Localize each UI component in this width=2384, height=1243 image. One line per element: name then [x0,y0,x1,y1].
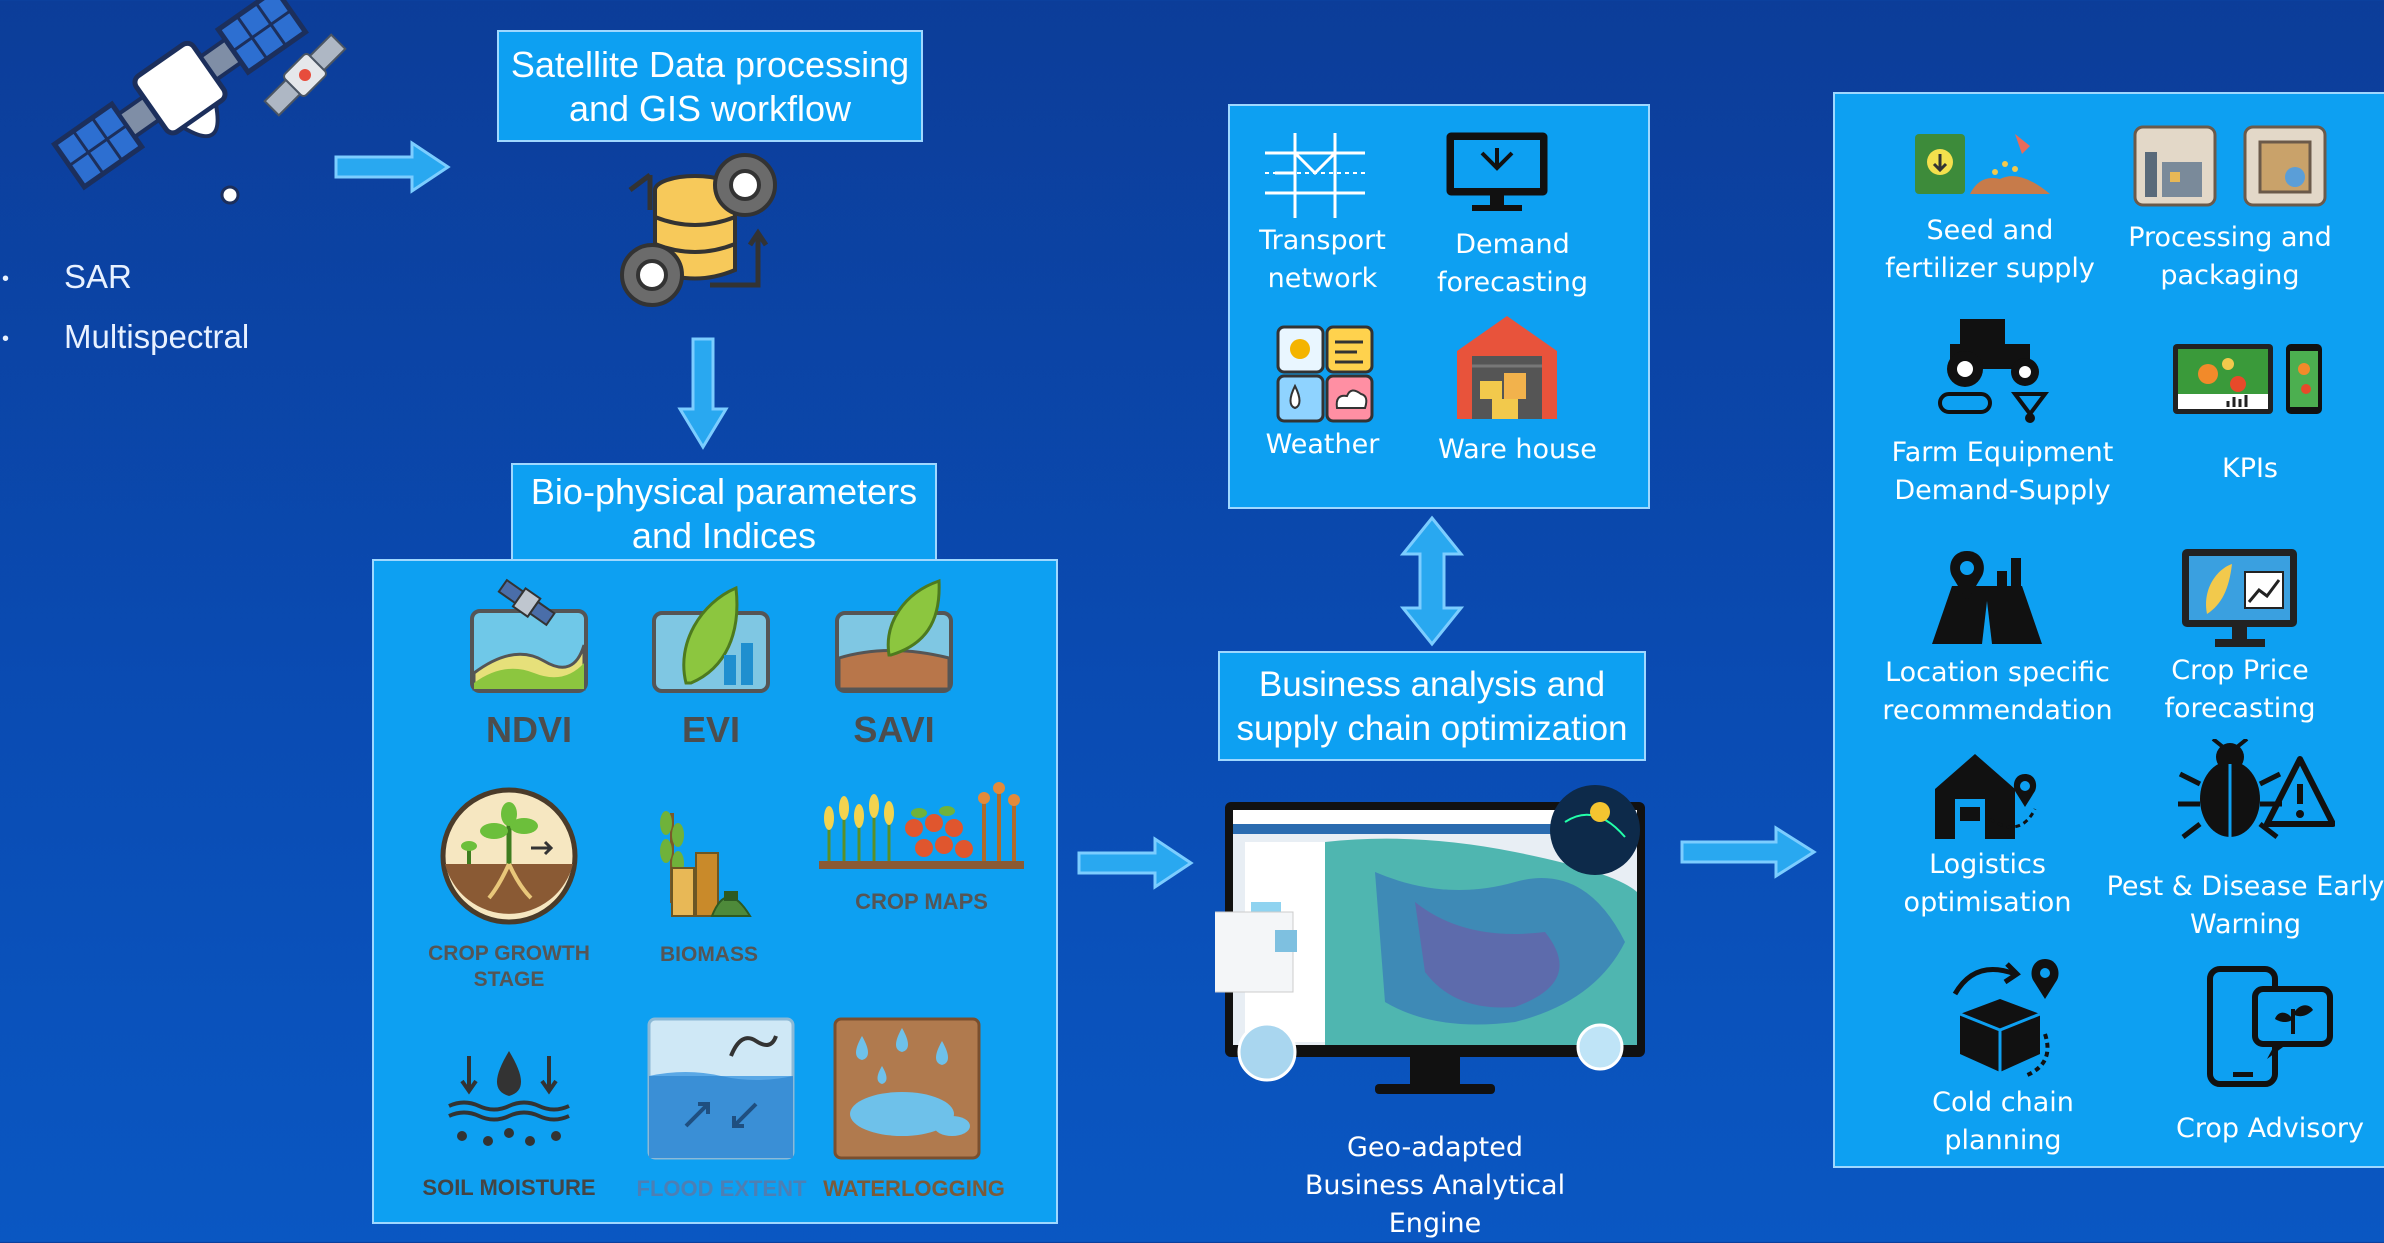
business-caption-line2: Business Analytical [1304,1170,1566,1201]
arrow-right-2 [1075,833,1195,893]
outputs-panel: Seed and fertilizer supply Processing an… [1833,92,2384,1168]
transport-network-label: Transport network [1230,222,1415,298]
savi-label: SAVI [853,709,935,750]
crop-advisory-label: Crop Advisory [2176,1113,2364,1144]
location-recommendation-line2: recommendation [1882,695,2113,726]
pest-warning-label: Pest & Disease Early Warning [2103,868,2384,944]
crop-growth-stage-label: CROP GROWTH STAGE [414,941,604,993]
pest-warning-line2: Warning [2189,909,2301,940]
warehouse-label: Ware house [1438,434,1597,465]
bullet-multispectral-text: Multispectral [64,318,250,355]
monitor-demand-icon [1442,128,1552,213]
biophysical-panel: NDVI EVI SAVI [372,559,1058,1224]
crop-price-label: Crop Price forecasting [2105,652,2375,728]
bullet-sar: • SAR [2,258,132,295]
pest-warning-line1: Pest & Disease Early [2106,871,2384,902]
processing-packaging-label: Processing and packaging [2090,219,2370,295]
cold-chain-icon [1945,954,2065,1079]
business-title: Business analysis and supply chain optim… [1218,651,1646,761]
business-caption-line1: Geo-adapted [1346,1132,1523,1163]
double-arrow-vertical [1397,514,1467,648]
savi-icon [829,573,959,695]
demand-forecasting-line2: forecasting [1437,267,1588,298]
soil-moisture-icon [444,1041,574,1151]
business-caption: Geo-adapted Business Analytical Engine [1270,1129,1600,1243]
waterlogging-icon [832,1016,982,1161]
biophysical-title-line1: Bio-physical parameters [530,471,918,512]
logistics-label: Logistics optimisation [1835,846,2140,922]
satellite-icon [20,0,360,210]
ndvi-label: NDVI [485,709,572,750]
logistics-icon [1930,749,2045,844]
crop-growth-stage-line1: CROP GROWTH [428,942,590,965]
weather-label: Weather [1265,429,1380,460]
cold-chain-label: Cold chain planning [1853,1084,2153,1160]
seed-fertilizer-line2: fertilizer supply [1885,253,2095,284]
bullet-sar-text: SAR [64,258,132,295]
transport-network-icon [1260,128,1370,223]
crop-price-monitor-icon [2177,544,2302,654]
analytics-monitor-image [1215,782,1655,1102]
inputs-panel: Transport network Demand forecasting Wea… [1228,104,1650,509]
weather-icon [1275,324,1375,424]
pest-warning-icon [2175,739,2335,844]
processing-title-line2: and GIS workflow [568,88,852,129]
transport-network-line1: Transport [1259,225,1386,256]
ndvi-icon [464,573,594,695]
crop-maps-icon [819,773,1024,873]
demand-forecasting-label: Demand forecasting [1420,226,1605,302]
processing-packaging-line2: packaging [2160,260,2300,291]
evi-icon [646,573,776,695]
warehouse-icon [1452,311,1562,421]
seed-fertilizer-label: Seed and fertilizer supply [1835,212,2145,288]
soil-moisture-label: SOIL MOISTURE [422,1175,596,1200]
business-caption-line3: Engine [1388,1208,1482,1239]
biophysical-title: Bio-physical parameters and Indices [511,463,937,561]
evi-label: EVI [681,709,741,750]
processing-title: Satellite Data processing and GIS workfl… [497,30,923,142]
crop-price-line1: Crop Price [2171,655,2309,686]
demand-forecasting-line1: Demand [1455,229,1570,260]
logistics-line2: optimisation [1903,887,2072,918]
farm-equipment-label: Farm Equipment Demand-Supply [1835,434,2170,510]
flood-extent-icon [646,1016,796,1161]
kpi-dashboard-icon [2168,339,2328,419]
tractor-icon [1935,314,2055,424]
database-gears-icon [610,145,790,320]
crop-price-line2: forecasting [2164,693,2316,724]
seed-fertilizer-line1: Seed and [1926,215,2054,246]
arrow-down-1 [676,335,730,451]
biomass-label: BIOMASS [659,943,758,966]
cold-chain-line1: Cold chain [1932,1087,2074,1118]
cold-chain-line2: planning [1944,1125,2062,1156]
location-pin-icon [1927,546,2047,646]
small-satellite-icon [250,20,360,130]
business-title-line2: supply chain optimization [1236,709,1628,748]
arrow-right-3 [1678,822,1818,882]
biomass-icon [652,793,762,923]
business-title-line1: Business analysis and [1258,665,1606,704]
phone-advisory-icon [2205,964,2335,1089]
kpis-label: KPIs [2221,453,2279,484]
bullet-multispectral: • Multispectral [2,318,250,355]
crop-growth-stage-icon [439,786,579,926]
arrow-right-1 [332,137,452,197]
processing-title-line1: Satellite Data processing [510,44,910,85]
crop-growth-stage-line2: STAGE [473,968,545,991]
transport-network-line2: network [1267,263,1378,294]
processing-packaging-line1: Processing and [2128,222,2332,253]
seed-fertilizer-icon [1910,124,2060,199]
farm-equipment-line1: Farm Equipment [1891,437,2114,468]
biophysical-title-line2: and Indices [631,515,817,556]
processing-packaging-icon [2130,122,2330,207]
location-recommendation-label: Location specific recommendation [1835,654,2160,730]
waterlogging-label: WATERLOGGING [823,1176,1005,1201]
logistics-line1: Logistics [1929,849,2046,880]
flood-extent-label: FLOOD EXTENT [636,1176,807,1201]
farm-equipment-line2: Demand-Supply [1894,475,2111,506]
crop-maps-label: CROP MAPS [855,889,988,914]
location-recommendation-line1: Location specific [1885,657,2110,688]
